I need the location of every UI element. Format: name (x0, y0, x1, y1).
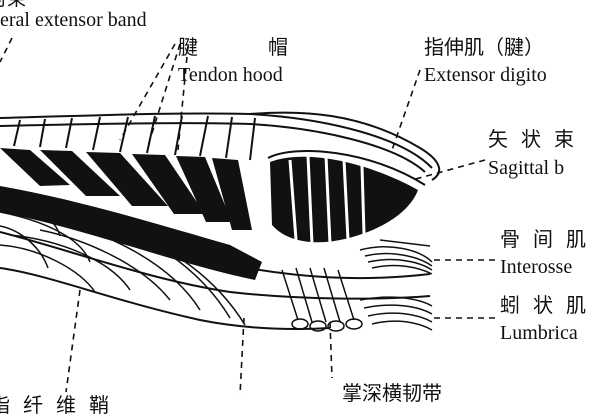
oblique-fibre-bands (0, 148, 252, 230)
extensor-label-en: Extensor digito (424, 64, 547, 86)
tendon-hood-label-zh: 腱 帽 (178, 37, 298, 59)
interosseous-muscle (359, 239, 433, 275)
tendon-hood-fibres (13, 115, 256, 161)
interosseous-label-en: Interosse (500, 256, 573, 278)
lumbrical-muscle (359, 296, 433, 331)
sagittal-label-en: Sagittal b (488, 157, 565, 179)
lateral-band-label-en: eral extensor band (0, 9, 147, 31)
tendon-hood-label-en: Tendon hood (178, 64, 283, 86)
lumbrical-label-zh: 蚓 状 肌 (500, 295, 590, 317)
interosseous-label-zh: 骨 间 肌 (500, 229, 590, 251)
lumbrical-label-en: Lumbrica (500, 322, 578, 344)
sagittal-band-fan (267, 150, 426, 245)
deep-transverse-ligament (281, 267, 363, 332)
leader-lines (0, 37, 495, 396)
extensor-tendon-outline (0, 111, 441, 181)
fibrous-sheath (0, 199, 246, 326)
deep-transverse-label-zh: 掌深横韧带 (342, 383, 442, 405)
lateral-band-label-zh: 对束 (0, 0, 26, 9)
sagittal-label-zh: 矢 状 束 (488, 129, 578, 151)
fibrous-sheath-label-zh: 指 纤 维 鞘 (0, 395, 113, 417)
extensor-label-zh: 指伸肌（腱） (424, 37, 544, 59)
